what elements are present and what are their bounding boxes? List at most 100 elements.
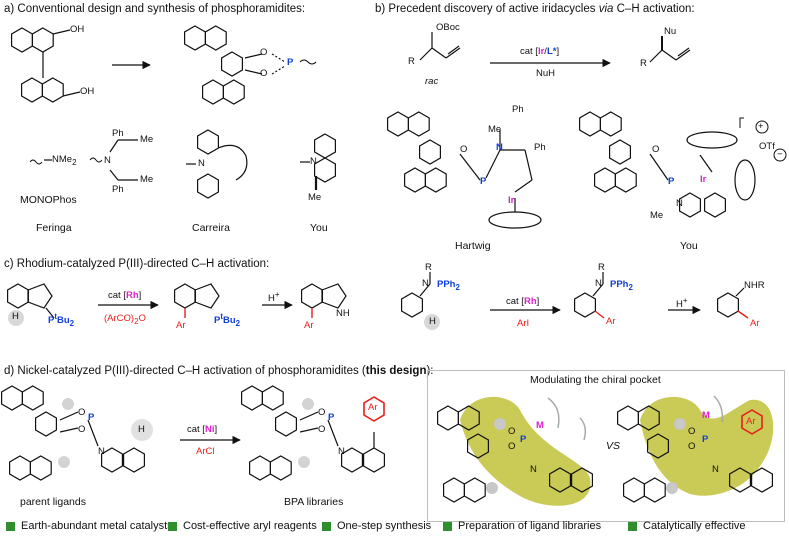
pocket-l-o1: O bbox=[508, 426, 516, 437]
feringa-n-label: N bbox=[104, 155, 111, 166]
you-b-n: N bbox=[676, 198, 683, 209]
d-o3: O bbox=[318, 407, 326, 418]
pocket-r-o1: O bbox=[688, 426, 696, 437]
ptbu-label-2: PtBu2 bbox=[214, 312, 241, 329]
author-you-b: You bbox=[680, 240, 698, 252]
reagent-ari: ArI bbox=[517, 318, 530, 329]
vs-label: VS bbox=[606, 440, 621, 452]
oxygen-label-2: O bbox=[260, 68, 268, 79]
author-carreira: Carreira bbox=[192, 222, 230, 234]
ar-label-c3: Ar bbox=[606, 316, 616, 327]
binol-structure bbox=[12, 28, 81, 102]
feature-bullet-icon bbox=[6, 521, 15, 531]
indole-product bbox=[301, 283, 347, 318]
hartwig-ph2: Ph bbox=[534, 142, 546, 153]
feringa-me-top: Me bbox=[140, 134, 154, 145]
d-n2: N bbox=[338, 446, 345, 457]
feature-ligand-libraries: Preparation of ligand libraries bbox=[443, 520, 601, 532]
ar-label-c1: Ar bbox=[176, 320, 186, 331]
indole-substrate bbox=[7, 283, 55, 326]
ar-label-c2: Ar bbox=[304, 320, 314, 331]
feringa-ph-bottom: Ph bbox=[112, 184, 124, 195]
feature-bullet-icon bbox=[628, 521, 637, 531]
monophos-amine bbox=[29, 159, 52, 165]
d-o2: O bbox=[78, 424, 86, 435]
oboc-label: OBoc bbox=[436, 22, 460, 33]
hydroxyl-label-top: OH bbox=[70, 24, 85, 35]
rh-catalyst-label-2: cat [Rh] bbox=[506, 296, 540, 307]
feature-bullet-icon bbox=[168, 521, 177, 531]
chiral-pocket-right bbox=[618, 395, 774, 502]
you-iridacycle bbox=[580, 112, 787, 218]
feature-catalytically-effective: Catalytically effective bbox=[628, 520, 746, 532]
phosphorus-label: P bbox=[287, 57, 294, 68]
section-c-title: c) Rhodium-catalyzed P(III)-directed C–H… bbox=[4, 258, 270, 270]
r-label-c2: R bbox=[598, 262, 605, 273]
ni-catalyst-label: cat [Ni] bbox=[187, 424, 218, 435]
bpa-ligand bbox=[242, 386, 385, 480]
hartwig-iridacycle bbox=[388, 112, 542, 229]
you-b-p: P bbox=[668, 176, 675, 187]
aniline-arylated bbox=[573, 272, 605, 319]
nh-label-c: NH bbox=[336, 308, 350, 319]
carreira-amine bbox=[186, 129, 248, 199]
oxygen-label-1: O bbox=[260, 47, 268, 58]
carreira-n-label: N bbox=[198, 158, 205, 169]
pocket-r-ar: Ar bbox=[746, 416, 756, 427]
rh-catalyst-label-1: cat [Rh] bbox=[108, 290, 142, 301]
ptbu-label-1: PtBu2 bbox=[48, 312, 75, 329]
section-d-title: d) Nickel-catalyzed P(III)-directed C–H … bbox=[4, 365, 434, 377]
minus-charge: − bbox=[777, 149, 783, 160]
feature-earth-abundant: Earth-abundant metal catalysts bbox=[6, 520, 173, 532]
d-o1: O bbox=[78, 407, 86, 418]
allylic-carbonate bbox=[419, 32, 461, 61]
d-n1: N bbox=[98, 446, 105, 457]
ir-catalyst-label: cat [Ir/L*] bbox=[520, 46, 560, 57]
hplus-label-2: H+ bbox=[676, 296, 688, 311]
aniline-substrate bbox=[401, 272, 440, 330]
pocket-r-o2: O bbox=[688, 441, 696, 452]
hydroxyl-label-bottom: OH bbox=[80, 86, 95, 97]
pph2-label-2: PPh2 bbox=[610, 279, 633, 292]
section-a-title: a) Conventional design and synthesis of … bbox=[4, 3, 306, 15]
c-h-label-1: H bbox=[12, 311, 19, 322]
pocket-l-p: P bbox=[520, 434, 527, 445]
r-label-c1: R bbox=[425, 262, 432, 273]
feature-bullet-icon bbox=[322, 521, 331, 531]
ar-label-c4: Ar bbox=[750, 318, 760, 329]
reagent-anhydride: (ArCO)2O bbox=[104, 313, 146, 326]
author-feringa: Feringa bbox=[36, 222, 72, 234]
feringa-amine bbox=[89, 139, 138, 181]
hartwig-ph1: Ph bbox=[512, 104, 524, 115]
aniline-product bbox=[716, 287, 749, 319]
feature-bullet-icon bbox=[443, 521, 452, 531]
section-b-title: b) Precedent discovery of active iridacy… bbox=[375, 3, 695, 15]
rac-label: rac bbox=[425, 76, 439, 87]
nu-label: Nu bbox=[664, 26, 677, 37]
you-b-ir: Ir bbox=[700, 174, 707, 185]
feringa-me-bottom: Me bbox=[140, 174, 154, 185]
n-label-c1: N bbox=[422, 278, 429, 289]
d-p2: P bbox=[328, 412, 335, 423]
parent-ligand bbox=[2, 386, 153, 480]
monophos-label: MONOPhos bbox=[20, 194, 77, 206]
r-label-b2: R bbox=[640, 58, 647, 69]
plus-charge: + bbox=[758, 121, 764, 132]
hartwig-ir: Ir bbox=[508, 195, 515, 206]
you-amine bbox=[300, 133, 336, 190]
parent-ligands-label: parent ligands bbox=[20, 496, 86, 508]
r-label-b1: R bbox=[408, 56, 415, 67]
nhr-label: NHR bbox=[744, 280, 765, 291]
hartwig-o1: O bbox=[460, 144, 468, 155]
d-p1: P bbox=[88, 412, 95, 423]
c-h-label-2: H bbox=[429, 316, 436, 327]
pocket-r-m: M bbox=[702, 410, 710, 421]
hartwig-n: N bbox=[496, 142, 503, 153]
hartwig-me: Me bbox=[488, 124, 502, 135]
bpa-libraries-label: BPA libraries bbox=[284, 496, 344, 508]
pph2-label-1: PPh2 bbox=[437, 279, 460, 292]
you-n-label: N bbox=[310, 156, 317, 167]
phosphoramidite-generic bbox=[185, 26, 317, 104]
pocket-l-m: M bbox=[536, 420, 544, 431]
